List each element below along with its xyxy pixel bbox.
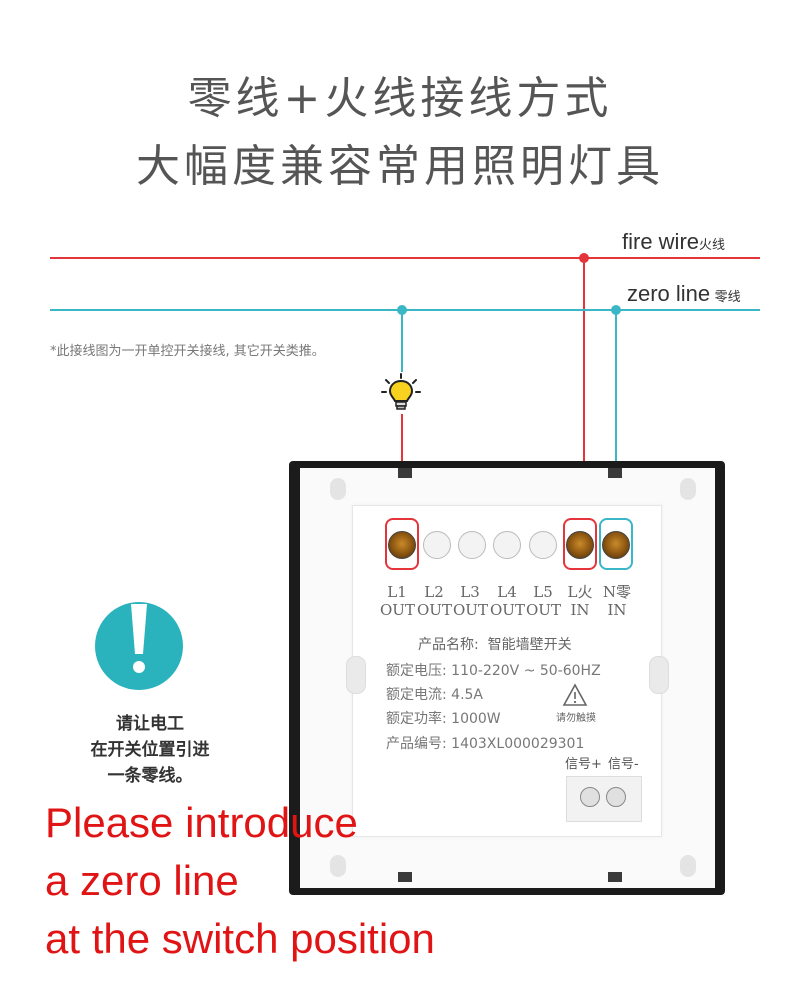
top-clip bbox=[608, 468, 622, 478]
terminal-label-top: L4 bbox=[497, 583, 517, 601]
terminal-l4 bbox=[493, 531, 521, 559]
signal-plus-label: 信号+ bbox=[565, 757, 602, 772]
terminal-l2 bbox=[423, 531, 451, 559]
plate-slot bbox=[680, 478, 696, 500]
terminal-label-bottom: IN bbox=[570, 601, 590, 619]
terminal-label-top: L2 bbox=[424, 583, 444, 601]
terminal-label-bottom: OUT bbox=[526, 601, 561, 619]
bottom-clip bbox=[398, 872, 412, 882]
mounting-hole bbox=[346, 656, 366, 694]
fire-wire-label-en: fire wire bbox=[622, 229, 700, 254]
alert-line-3: 一条零线。 bbox=[107, 766, 193, 786]
l1-highlight-box bbox=[385, 518, 419, 570]
wiring-note: *此接线图为一开单控开关接线, 其它开关类推。 bbox=[50, 344, 325, 359]
spec-serial-value: 1403XL000029301 bbox=[451, 736, 585, 752]
title-line-1: 零线+火线接线方式 bbox=[187, 73, 613, 124]
terminal-l5 bbox=[529, 531, 557, 559]
signal-minus-label: 信号- bbox=[608, 757, 639, 772]
terminal-label-top: L5 bbox=[533, 583, 553, 601]
zero-line-label-en: zero line bbox=[627, 281, 711, 306]
spec-serial-label: 产品编号: bbox=[386, 736, 447, 752]
spec-power-value: 1000W bbox=[451, 711, 501, 727]
title-line-2: 大幅度兼容常用照明灯具 bbox=[136, 141, 664, 192]
warning-triangle-icon bbox=[562, 683, 588, 706]
terminal-label-bottom: OUT bbox=[417, 601, 452, 619]
english-note-line-1: Please introduce bbox=[45, 799, 358, 846]
fire-wire-drop bbox=[583, 258, 585, 518]
fire-wire-label-cn: 火线 bbox=[699, 237, 726, 252]
alert-line-2: 在开关位置引进 bbox=[90, 740, 210, 760]
zero-line-drop-lamp bbox=[401, 310, 403, 372]
terminal-label-bottom: OUT bbox=[490, 601, 525, 619]
mounting-hole bbox=[649, 656, 669, 694]
spec-current-label: 额定电流: bbox=[386, 687, 447, 703]
signal-minus-screw bbox=[606, 787, 626, 807]
warning-text: 请勿触摸 bbox=[556, 713, 596, 724]
bottom-clip bbox=[608, 872, 622, 882]
terminal-label-bottom: IN bbox=[607, 601, 627, 619]
spec-serial: 产品编号: 1403XL000029301 bbox=[386, 733, 584, 753]
terminal-l1 bbox=[388, 531, 416, 559]
plate-slot bbox=[330, 855, 346, 877]
terminal-label-top: L火 bbox=[567, 583, 593, 601]
english-note-line-3: at the switch position bbox=[45, 915, 435, 962]
exclamation-alert-icon bbox=[95, 602, 183, 690]
terminal-label-bottom: OUT bbox=[453, 601, 488, 619]
fire-wire-line bbox=[50, 257, 760, 259]
terminal-n-in bbox=[602, 531, 630, 559]
plate-slot bbox=[680, 855, 696, 877]
alert-line-1: 请让电工 bbox=[116, 714, 184, 734]
light-bulb-icon bbox=[381, 373, 421, 410]
terminal-label-bottom: OUT bbox=[380, 601, 415, 619]
spec-current-value: 4.5A bbox=[451, 687, 484, 703]
spec-power-label: 额定功率: bbox=[386, 711, 447, 727]
product-name-label: 产品名称: bbox=[418, 637, 479, 653]
terminal-l-in bbox=[566, 531, 594, 559]
english-note-line-2: a zero line bbox=[45, 857, 239, 904]
fire-wire-label: fire wire火线 bbox=[622, 229, 725, 255]
n-in-highlight-box bbox=[599, 518, 633, 570]
spec-current: 额定电流: 4.5A bbox=[386, 684, 483, 704]
l-in-highlight-box bbox=[563, 518, 597, 570]
spec-voltage-value: 110-220V ~ 50-60HZ bbox=[451, 663, 601, 679]
product-name: 产品名称: 智能墙壁开关 bbox=[418, 634, 572, 654]
terminal-label-top: L3 bbox=[460, 583, 480, 601]
zero-line-drop-switch bbox=[615, 310, 617, 518]
spec-power: 额定功率: 1000W bbox=[386, 708, 501, 728]
zero-line-label: zero line 零线 bbox=[627, 281, 741, 307]
terminal-label-top: L1 bbox=[387, 583, 407, 601]
spec-voltage-label: 额定电压: bbox=[386, 663, 447, 679]
plate-slot bbox=[330, 478, 346, 500]
terminal-label-top: N零 bbox=[602, 583, 632, 601]
terminal-l3 bbox=[458, 531, 486, 559]
signal-plus-screw bbox=[580, 787, 600, 807]
product-name-value: 智能墙壁开关 bbox=[487, 637, 572, 653]
signal-terminal-block bbox=[566, 776, 642, 822]
spec-voltage: 额定电压: 110-220V ~ 50-60HZ bbox=[386, 660, 601, 680]
top-clip bbox=[398, 468, 412, 478]
zero-line-label-cn: 零线 bbox=[714, 289, 741, 304]
